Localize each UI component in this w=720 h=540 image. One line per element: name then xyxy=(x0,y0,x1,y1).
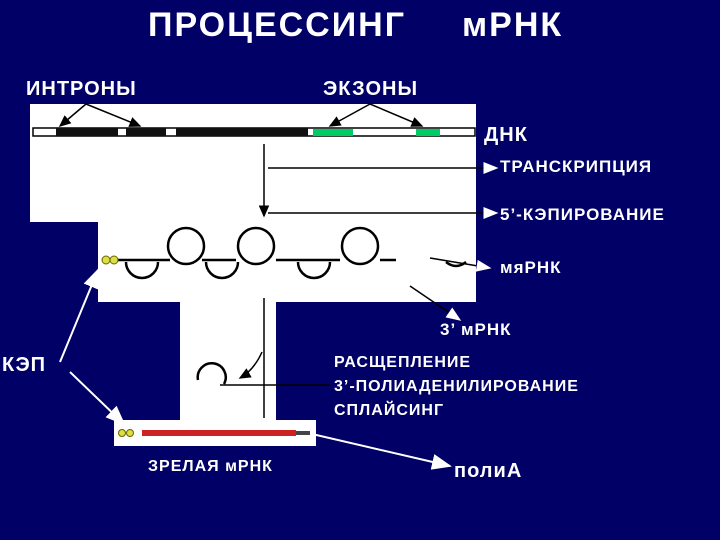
cap-pointer xyxy=(59,268,99,363)
excised-intron-loop xyxy=(196,362,227,385)
introns-label: ИНТРОНЫ xyxy=(26,78,137,100)
cleavage-label: РАСЩЕПЛЕНИЕ xyxy=(334,354,472,371)
exon-segment xyxy=(313,129,353,136)
dna-strand xyxy=(32,127,476,137)
intron-pointer xyxy=(85,103,142,127)
cap-icon xyxy=(109,255,119,265)
mature-mrna-body xyxy=(142,430,296,436)
background-panels xyxy=(30,104,476,446)
cap-pointer xyxy=(69,371,126,426)
intron-segment xyxy=(126,128,166,136)
polyadenylation-label: 3’-ПОЛИАДЕНИЛИРОВАНИЕ xyxy=(334,378,579,395)
panel-top xyxy=(30,104,476,222)
poly-a-tail xyxy=(296,431,310,435)
pre-mrna-pointer xyxy=(429,257,492,272)
mrna-tail xyxy=(445,260,467,268)
pre-mrna-strand xyxy=(106,226,467,280)
cap-icon xyxy=(118,429,126,437)
pre-mrna-label: мяРНК xyxy=(500,258,562,277)
splicing-label: СПЛАЙСИНГ xyxy=(334,402,445,419)
capping-label: 5’-КЭПИРОВАНИЕ xyxy=(500,205,665,224)
poly-a-label-text: поли xyxy=(454,460,507,482)
intron-loop xyxy=(236,226,276,266)
mature-mrna-label: ЗРЕЛАЯ мРНК xyxy=(148,458,273,475)
cap-marker xyxy=(101,255,119,265)
exon-pointer xyxy=(369,103,424,127)
processing-flow-arrow xyxy=(238,351,263,379)
intron-segment xyxy=(176,128,308,136)
panel-middle xyxy=(98,222,476,302)
cap-icon xyxy=(126,429,134,437)
exons-label: ЭКЗОНЫ xyxy=(323,78,419,100)
exon-segment xyxy=(416,129,440,136)
intron-loop-lower xyxy=(296,261,332,280)
title-left: ПРОЦЕССИНГ xyxy=(148,6,406,44)
three-prime-label: 3’ мРНК xyxy=(440,320,512,339)
intron-loop xyxy=(340,226,380,266)
dna-label: ДНК xyxy=(484,124,528,146)
poly-a-label-suffix: А xyxy=(506,460,523,482)
intron-pointer xyxy=(58,103,87,127)
title-right: мРНК xyxy=(462,6,564,44)
intron-loop-lower xyxy=(204,261,240,280)
cap-label: КЭП xyxy=(2,354,47,376)
intron-loop xyxy=(166,226,206,266)
intron-loop-lower xyxy=(124,261,160,280)
exon-pointer xyxy=(328,103,371,127)
poly-a-pointer xyxy=(311,433,452,470)
mature-mrna-strand xyxy=(118,429,310,437)
panel-stem xyxy=(180,302,276,420)
transcription-label: ТРАНСКРИПЦИЯ xyxy=(500,157,653,176)
poly-a-label: полиА xyxy=(454,460,522,483)
cap-icon xyxy=(101,255,111,265)
three-prime-pointer xyxy=(409,285,462,321)
intron-segment xyxy=(56,128,118,136)
